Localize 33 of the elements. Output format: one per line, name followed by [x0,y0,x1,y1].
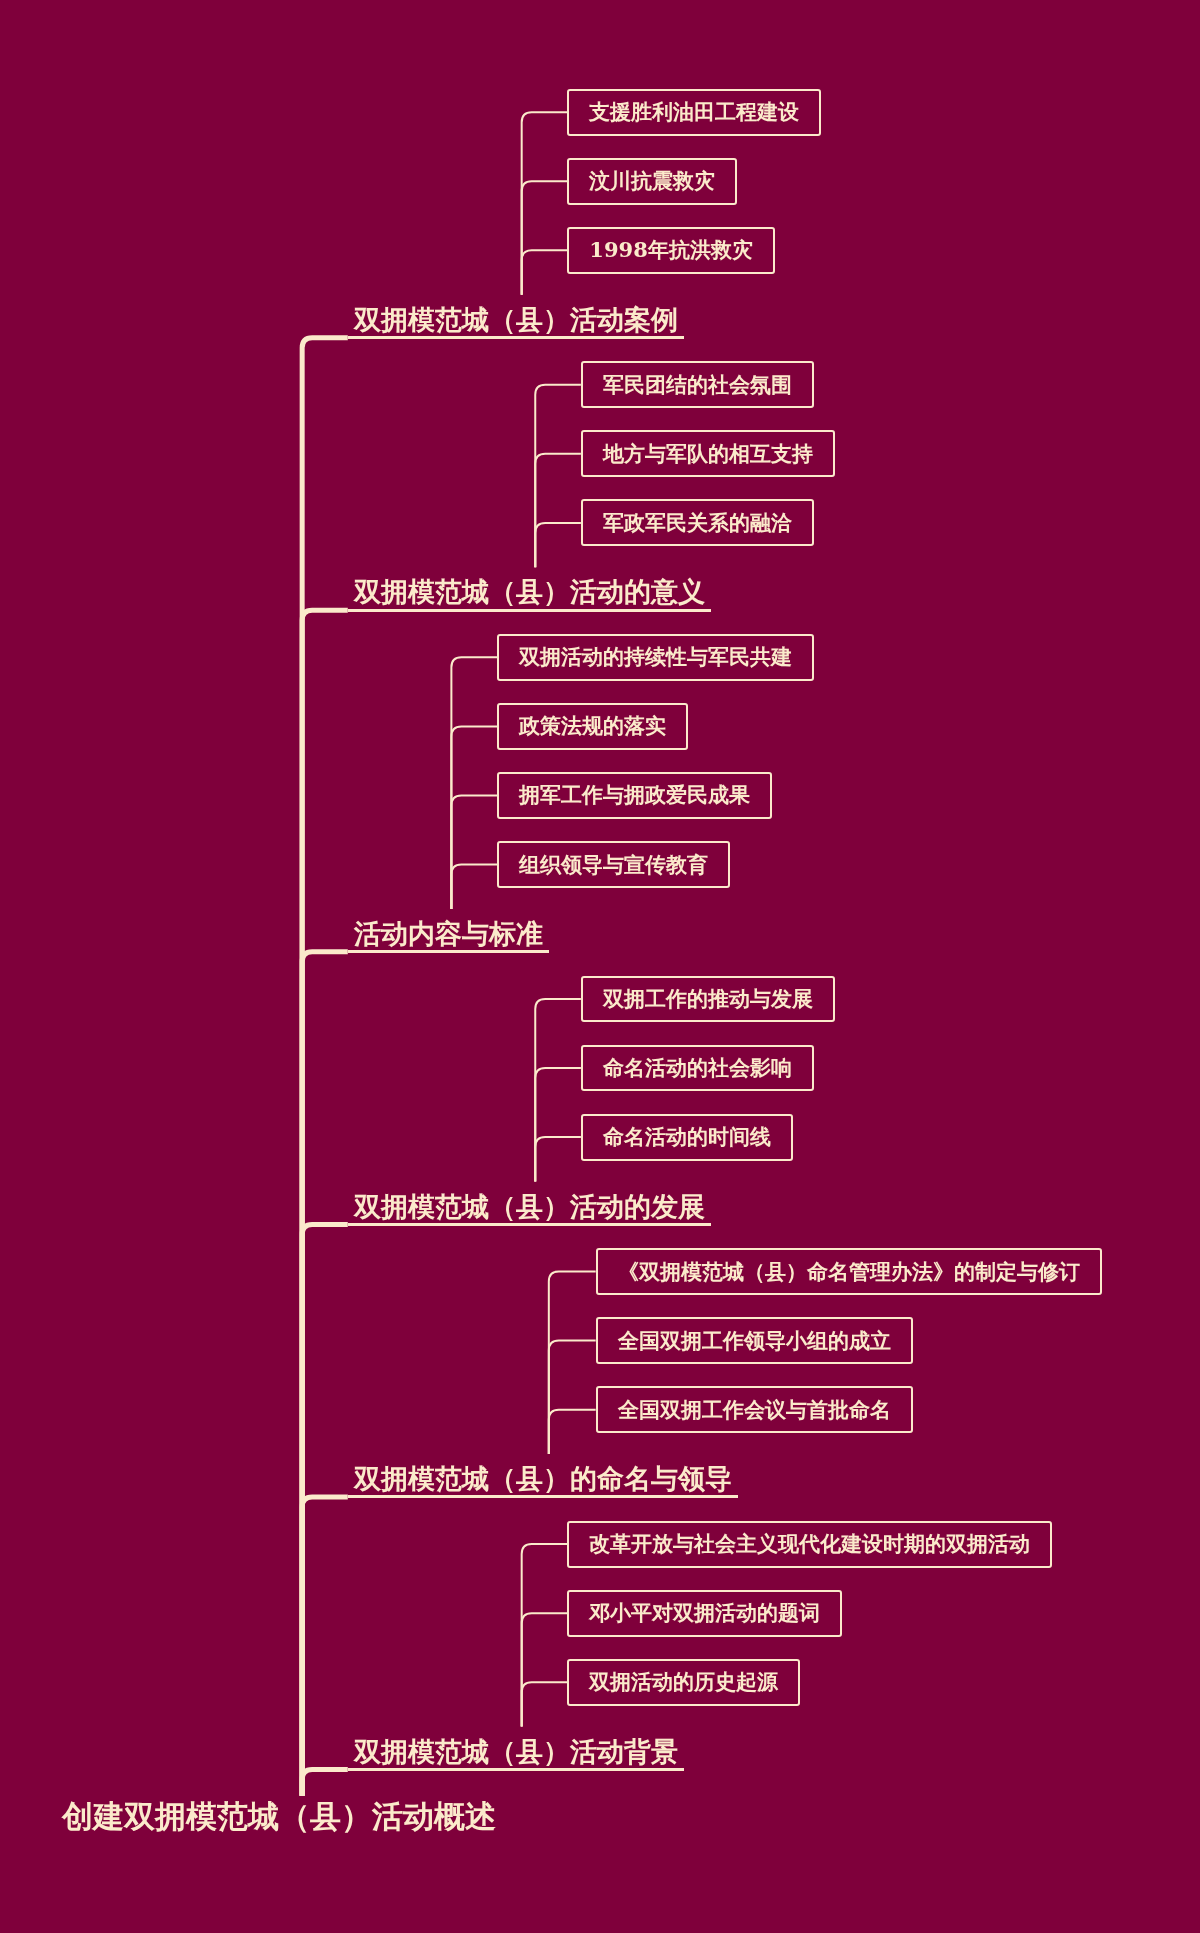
connector-line [520,1681,569,1728]
topic-box: 政策法规的落实 [497,702,688,750]
topic-box: 双拥活动的持续性与军民共建 [497,633,814,681]
topic-box: 支援胜利油田工程建设 [567,88,822,136]
connector-line [450,863,498,910]
topic-box: 全国双拥工作会议与首批命名 [595,1386,913,1434]
topic-box: 军政军民关系的融洽 [580,499,814,547]
topic-box: 命名活动的社会影响 [580,1044,814,1092]
branch-topic: 双拥模范城（县）活动的发展 [347,1181,711,1226]
topic-box: 军民团结的社会氛围 [580,361,814,409]
topic-box: 双拥工作的推动与发展 [580,975,835,1023]
branch-topic: 双拥模范城（县）的命名与领导 [347,1454,738,1499]
central-topic: 创建双拥模范城（县）活动概述 [61,1795,496,1836]
branch-topic: 双拥模范城（县）活动案例 [347,294,684,340]
connector-line [534,1136,582,1183]
connector-line [534,521,582,569]
topic-box: 汶川抗震救灾 [567,157,738,205]
topic-box: 《双拥模范城（县）命名管理办法》的制定与修订 [595,1248,1102,1295]
topic-box: 邓小平对双拥活动的题词 [567,1589,843,1637]
branch-topic: 双拥模范城（县）活动的意义 [347,567,711,612]
topic-box: 1998年抗洪救灾 [567,226,775,274]
topic-box: 全国双拥工作领导小组的成立 [595,1317,913,1364]
topic-box: 地方与军队的相互支持 [580,430,835,478]
topic-box: 组织领导与宣传教育 [497,841,730,888]
connector-line [547,1408,597,1456]
branch-topic: 双拥模范城（县）活动背景 [347,1726,684,1771]
connector-line [299,1767,348,1796]
topic-box: 拥军工作与拥政爱民成果 [497,772,772,819]
branch-topic: 活动内容与标准 [347,908,549,954]
connector-line [520,249,569,296]
topic-box: 双拥活动的历史起源 [567,1658,801,1706]
topic-box: 改革开放与社会主义现代化建设时期的双拥活动 [567,1520,1053,1568]
topic-box: 命名活动的时间线 [580,1113,793,1161]
